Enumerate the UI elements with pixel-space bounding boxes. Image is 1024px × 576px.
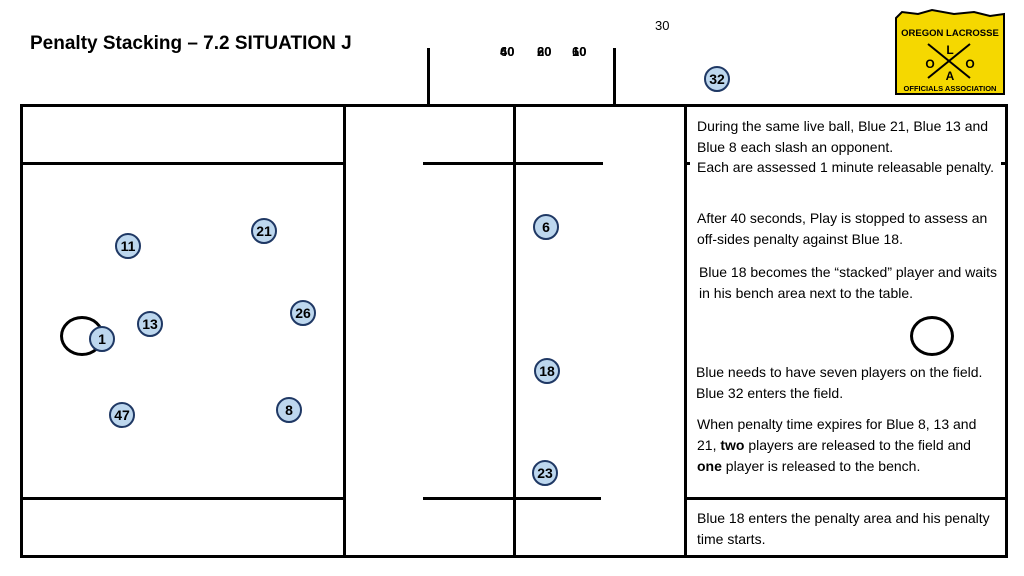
note-penalty-starts: Blue 18 enters the penalty area and his … <box>697 510 990 547</box>
note-slash-penalties: During the same live ball, Blue 21, Blue… <box>697 118 989 155</box>
note-release-text-b: players are released to the field and <box>744 437 971 453</box>
svg-text:O: O <box>925 57 934 71</box>
clock-digit-6: 10 <box>572 44 587 59</box>
penalty-box-left <box>427 48 430 106</box>
note-offsides: After 40 seconds, Play is stopped to ass… <box>697 210 988 247</box>
clock-digit-1: 60 <box>500 44 515 59</box>
page-title: Penalty Stacking – 7.2 SITUATION J <box>30 33 352 54</box>
player-18: 18 <box>534 358 560 384</box>
timer-label: 30 <box>655 18 670 33</box>
note-releasable: Each are assessed 1 minute releasable pe… <box>697 159 995 175</box>
player-23: 23 <box>532 460 558 486</box>
player-6: 6 <box>533 214 559 240</box>
box-line-top <box>20 162 346 165</box>
clock-digit-4: 40 <box>500 44 515 59</box>
player-26: 26 <box>290 300 316 326</box>
note-release-rules: When penalty time expires for Blue 8, 13… <box>697 414 997 477</box>
clock-digit-2: 60 <box>537 44 552 59</box>
field-right-line <box>1005 104 1008 558</box>
player-32: 32 <box>704 66 730 92</box>
oregon-lacrosse-logo: OREGON LACROSSE L O A O OFFICIALS ASSOCI… <box>895 8 1005 95</box>
wing-line-top <box>423 162 603 165</box>
player-1: 1 <box>89 326 115 352</box>
svg-text:OFFICIALS ASSOCIATION: OFFICIALS ASSOCIATION <box>904 84 997 93</box>
note-release-one: one <box>697 458 722 474</box>
player-21: 21 <box>251 218 277 244</box>
player-47: 47 <box>109 402 135 428</box>
penalty-box-right <box>613 48 616 106</box>
player-8: 8 <box>276 397 302 423</box>
restraining-line <box>343 104 346 558</box>
field-left-line <box>20 104 23 558</box>
svg-text:O: O <box>965 57 974 71</box>
box-line-bottom <box>20 497 346 500</box>
center-line <box>513 104 516 558</box>
svg-text:OREGON LACROSSE: OREGON LACROSSE <box>901 28 999 39</box>
right-wing-mark-bottom <box>686 497 1008 500</box>
player-11: 11 <box>115 233 141 259</box>
note-seven-players: Blue needs to have seven players on the … <box>696 364 983 401</box>
text-panel-divider <box>684 104 687 558</box>
right-wing-mark-top-left <box>686 162 690 165</box>
svg-text:L: L <box>946 43 953 57</box>
wing-line-bottom <box>423 497 601 500</box>
note-release-text-c: player is released to the bench. <box>721 458 921 474</box>
note-release-two: two <box>720 437 745 453</box>
clock-digit-5: 20 <box>537 44 552 59</box>
note-stacked-player: Blue 18 becomes the “stacked” player and… <box>699 264 998 301</box>
note-release-text-a: When penalty time expires for Blue 8, 13… <box>697 416 977 453</box>
player-13: 13 <box>137 311 163 337</box>
clock-digit-3: 60 <box>572 44 587 59</box>
goal-crease-right <box>910 316 954 356</box>
svg-text:A: A <box>946 69 955 83</box>
right-wing-mark-top-right <box>1001 162 1008 165</box>
